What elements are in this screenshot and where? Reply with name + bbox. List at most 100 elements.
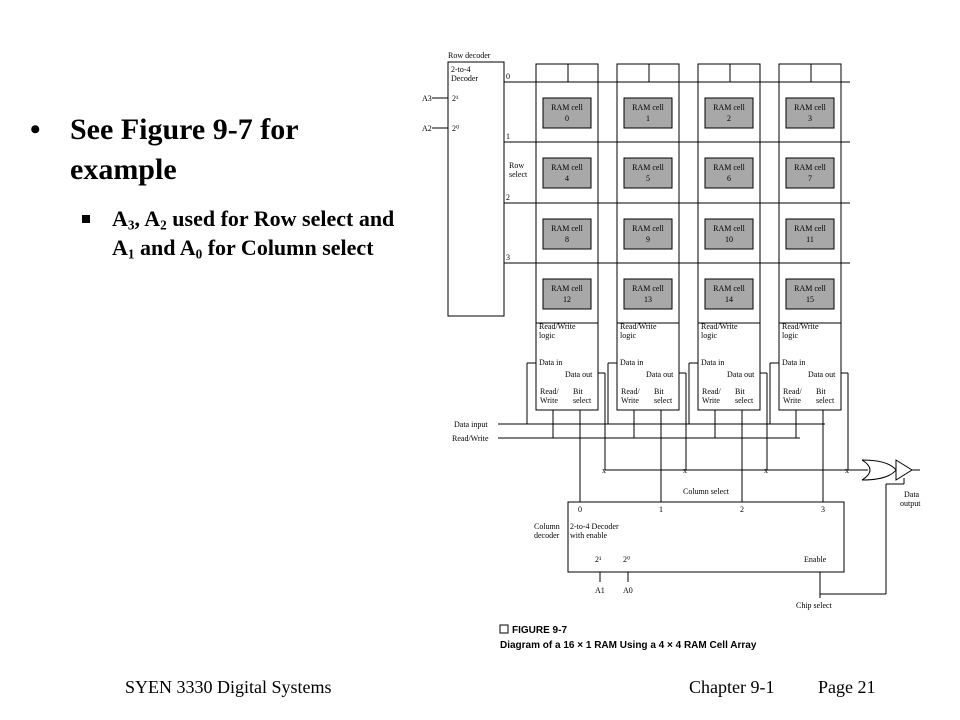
data-input-label: Data input bbox=[454, 420, 488, 429]
bullet2-text: A3, A2 used for Row select and A1 and A0… bbox=[112, 206, 395, 262]
svg-text:0: 0 bbox=[565, 114, 569, 123]
svg-text:RAM cell: RAM cell bbox=[794, 284, 827, 293]
ram-cell: RAM cell 13 bbox=[623, 278, 673, 310]
ram-cell: RAM cell 4 bbox=[542, 157, 592, 189]
ram-cell: RAM cell 1 bbox=[623, 97, 673, 129]
row-pow1: 2¹ bbox=[452, 94, 459, 103]
row-select-label: Row bbox=[509, 161, 524, 170]
svg-text:8: 8 bbox=[565, 235, 569, 244]
caption-box-icon bbox=[499, 624, 509, 634]
col-output-2: 2 bbox=[740, 505, 744, 514]
svg-text:Read/: Read/ bbox=[621, 387, 640, 396]
svg-text:logic: logic bbox=[539, 331, 555, 340]
svg-text:Write: Write bbox=[540, 396, 558, 405]
svg-text:Bit: Bit bbox=[654, 387, 665, 396]
row-input-a2: A2 bbox=[422, 124, 432, 133]
svg-text:Data in: Data in bbox=[782, 358, 805, 367]
svg-text:Data in: Data in bbox=[539, 358, 562, 367]
bullet-level2: A3, A2 used for Row select and A1 and A0… bbox=[30, 204, 400, 262]
svg-text:3: 3 bbox=[808, 114, 812, 123]
svg-text:RAM cell: RAM cell bbox=[794, 103, 827, 112]
ram-cell: RAM cell 7 bbox=[785, 157, 835, 189]
col-output-1: 1 bbox=[659, 505, 663, 514]
row-decoder-box bbox=[447, 61, 505, 317]
svg-text:Write: Write bbox=[621, 396, 639, 405]
ram-cell: RAM cell 10 bbox=[704, 218, 754, 250]
svg-text:15: 15 bbox=[806, 295, 814, 304]
column-frame-0 bbox=[535, 63, 599, 411]
data-output-label: Data bbox=[904, 490, 920, 499]
col-pow1: 2¹ bbox=[595, 555, 602, 564]
ram-cell: RAM cell 8 bbox=[542, 218, 592, 250]
svg-text:Data in: Data in bbox=[620, 358, 643, 367]
svg-text:4: 4 bbox=[565, 174, 569, 183]
bullet1-text: See Figure 9-7 for example bbox=[70, 113, 299, 186]
svg-text:RAM cell: RAM cell bbox=[713, 163, 746, 172]
row-decoder-label: Row decoder bbox=[448, 51, 491, 60]
svg-text:select: select bbox=[816, 396, 835, 405]
square-bullet-icon bbox=[82, 215, 90, 223]
svg-text:RAM cell: RAM cell bbox=[632, 284, 665, 293]
svg-text:Data in: Data in bbox=[701, 358, 724, 367]
svg-text:logic: logic bbox=[701, 331, 717, 340]
svg-text:Data out: Data out bbox=[646, 370, 674, 379]
ram-cell: RAM cell 15 bbox=[785, 278, 835, 310]
svg-text:7: 7 bbox=[808, 174, 812, 183]
col-pow0: 2⁰ bbox=[623, 555, 630, 564]
svg-text:Data out: Data out bbox=[808, 370, 836, 379]
svg-text:Read/Write: Read/Write bbox=[620, 322, 657, 331]
ram-cell: RAM cell 12 bbox=[542, 278, 592, 310]
svg-text:select: select bbox=[573, 396, 592, 405]
chip-select-label: Chip select bbox=[796, 601, 833, 610]
svg-text:Bit: Bit bbox=[735, 387, 746, 396]
svg-text:logic: logic bbox=[782, 331, 798, 340]
ram-diagram-figure: RAM cell 0 RAM cell 1 RAM cell 2 RAM cel… bbox=[422, 51, 921, 651]
row-output-1: 1 bbox=[506, 132, 510, 141]
svg-text:RAM cell: RAM cell bbox=[551, 103, 584, 112]
svg-text:RAM cell: RAM cell bbox=[713, 103, 746, 112]
svg-text:6: 6 bbox=[727, 174, 731, 183]
column-select-label: Column select bbox=[683, 487, 730, 496]
ram-cell: RAM cell 2 bbox=[704, 97, 754, 129]
svg-text:1: 1 bbox=[646, 114, 650, 123]
svg-text:10: 10 bbox=[725, 235, 733, 244]
svg-text:Write: Write bbox=[702, 396, 720, 405]
x-mark: x bbox=[845, 466, 849, 475]
ram-cell: RAM cell 5 bbox=[623, 157, 673, 189]
column-decoder-label: Column bbox=[534, 522, 560, 531]
row-decoder-type: Decoder bbox=[451, 74, 478, 83]
row-input-a3: A3 bbox=[422, 94, 432, 103]
data-output-label: output bbox=[900, 499, 921, 508]
ram-cell: RAM cell 9 bbox=[623, 218, 673, 250]
svg-text:RAM cell: RAM cell bbox=[794, 224, 827, 233]
col-input-a1: A1 bbox=[595, 586, 605, 595]
column-logic-labels: Read/Write logic Data in Data out Read/ … bbox=[539, 322, 836, 405]
col-input-a0: A0 bbox=[623, 586, 633, 595]
row-select-label: select bbox=[509, 170, 528, 179]
read-write-label: Read/Write bbox=[452, 434, 489, 443]
enable-label: Enable bbox=[804, 555, 827, 564]
column-decoder-label: decoder bbox=[534, 531, 560, 540]
x-mark: x bbox=[764, 466, 768, 475]
col-output-0: 0 bbox=[578, 505, 582, 514]
svg-text:RAM cell: RAM cell bbox=[713, 224, 746, 233]
svg-text:logic: logic bbox=[620, 331, 636, 340]
column-frame-3 bbox=[778, 63, 842, 411]
svg-text:Read/Write: Read/Write bbox=[782, 322, 819, 331]
svg-text:select: select bbox=[654, 396, 673, 405]
column-frame-1 bbox=[616, 63, 680, 411]
svg-text:RAM cell: RAM cell bbox=[632, 163, 665, 172]
row-output-3: 3 bbox=[506, 253, 510, 262]
footer-course: SYEN 3330 Digital Systems bbox=[125, 677, 332, 697]
x-mark: x bbox=[683, 466, 687, 475]
svg-text:RAM cell: RAM cell bbox=[632, 103, 665, 112]
svg-text:Data out: Data out bbox=[565, 370, 593, 379]
ram-cell-grid: RAM cell 0 RAM cell 1 RAM cell 2 RAM cel… bbox=[542, 97, 835, 310]
svg-text:5: 5 bbox=[646, 174, 650, 183]
column-frame-2 bbox=[697, 63, 761, 411]
ram-cell: RAM cell 3 bbox=[785, 97, 835, 129]
row-output-0: 0 bbox=[506, 72, 510, 81]
svg-text:RAM cell: RAM cell bbox=[632, 224, 665, 233]
col-output-3: 3 bbox=[821, 505, 825, 514]
col-decoder-type: with enable bbox=[570, 531, 608, 540]
